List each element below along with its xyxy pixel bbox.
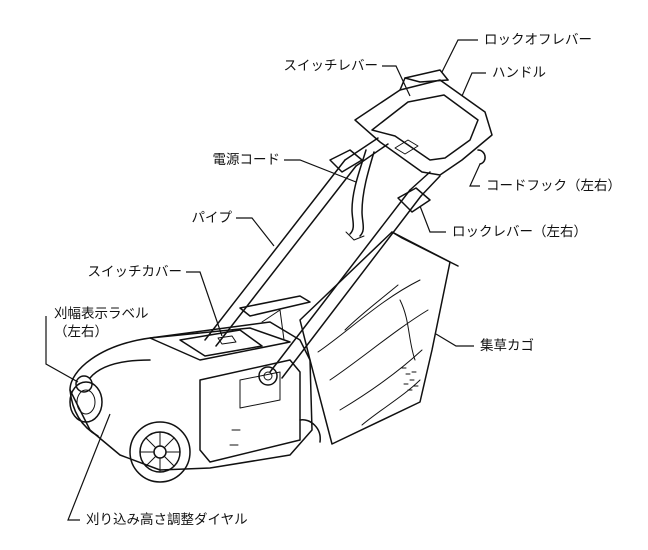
mower-body-shape <box>69 321 313 471</box>
pipe-shape <box>204 137 486 379</box>
label-cut-width-line1: 刈幅表示ラベル <box>54 306 149 322</box>
handle-shape <box>354 69 493 176</box>
label-pipe: パイプ <box>191 210 233 226</box>
label-height-dial: 刈り込み高さ調整ダイヤル <box>86 512 248 528</box>
label-grass-basket: 集草カゴ <box>480 338 534 354</box>
label-lock-off-lever: ロックオフレバー <box>484 32 592 48</box>
grass-basket-shape <box>299 231 459 445</box>
label-switch-lever: スイッチレバー <box>283 58 379 74</box>
leader-lines <box>45 39 486 521</box>
wheel-shape <box>69 381 321 483</box>
label-lock-lever: ロックレバー（左右） <box>452 224 587 240</box>
label-switch-cover: スイッチカバー <box>87 264 183 280</box>
label-cord-hook: コードフック（左右） <box>486 178 621 194</box>
label-cut-width-line2: （左右） <box>54 324 108 340</box>
label-power-cord: 電源コード <box>212 152 281 168</box>
power-cord-shape <box>345 149 375 241</box>
label-handle: ハンドル <box>492 65 546 81</box>
